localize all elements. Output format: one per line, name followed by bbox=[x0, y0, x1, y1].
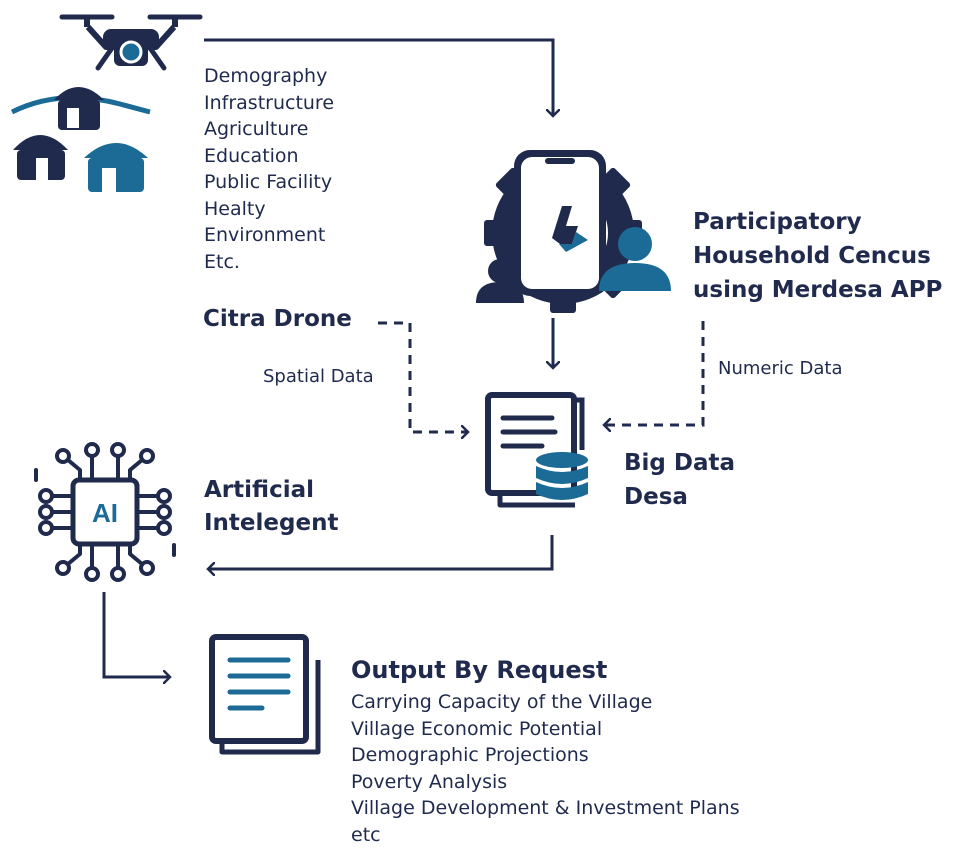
category-item: Healty bbox=[204, 197, 266, 220]
output-title: Output By Request bbox=[351, 656, 608, 684]
documents-database-icon bbox=[485, 392, 588, 508]
arrow-ai-to-output bbox=[102, 592, 170, 677]
bigdata-title-line: Desa bbox=[624, 484, 688, 510]
category-item: Public Facility bbox=[204, 171, 333, 193]
arrow-bigdata-to-ai bbox=[208, 535, 554, 569]
census-title-line: Household Cencus bbox=[693, 243, 931, 269]
output-documents-icon bbox=[209, 634, 321, 755]
output-item: Village Development & Investment Plans bbox=[351, 797, 740, 820]
category-item: Environment bbox=[204, 224, 326, 246]
ai-title-line: Artificial bbox=[204, 477, 314, 503]
arrow-drone-spatial-to-bigdata bbox=[378, 321, 468, 432]
census-title-line: using Merdesa APP bbox=[693, 277, 943, 303]
output-item: Carrying Capacity of the Village bbox=[351, 691, 653, 713]
gear-phone-people-icon bbox=[476, 150, 671, 313]
output-item: Demographic Projections bbox=[351, 744, 589, 767]
output-item: etc bbox=[351, 824, 381, 846]
drone-icon bbox=[59, 14, 203, 71]
output-item: Poverty Analysis bbox=[351, 770, 508, 793]
ai-chip-icon bbox=[34, 442, 176, 582]
drone-title: Citra Drone bbox=[203, 306, 352, 332]
category-item: Education bbox=[204, 144, 299, 167]
category-item: Infrastructure bbox=[204, 91, 335, 114]
category-item: Agriculture bbox=[204, 118, 309, 140]
bigdata-title-line: Big Data bbox=[624, 450, 736, 476]
category-item: Etc. bbox=[204, 250, 240, 273]
ai-title-line: Intelegent bbox=[204, 510, 339, 536]
category-item: Demography bbox=[204, 65, 328, 87]
spatial-data-label: Spatial Data bbox=[263, 366, 374, 387]
census-title-line: Participatory bbox=[693, 209, 862, 235]
output-item: Village Economic Potential bbox=[351, 717, 603, 740]
village-houses-icon bbox=[10, 87, 151, 192]
arrow-drone-to-census bbox=[204, 38, 553, 116]
ai-badge: AI bbox=[92, 498, 118, 528]
numeric-data-label: Numeric Data bbox=[718, 358, 843, 379]
arrow-census-numeric-to-bigdata bbox=[604, 321, 705, 425]
